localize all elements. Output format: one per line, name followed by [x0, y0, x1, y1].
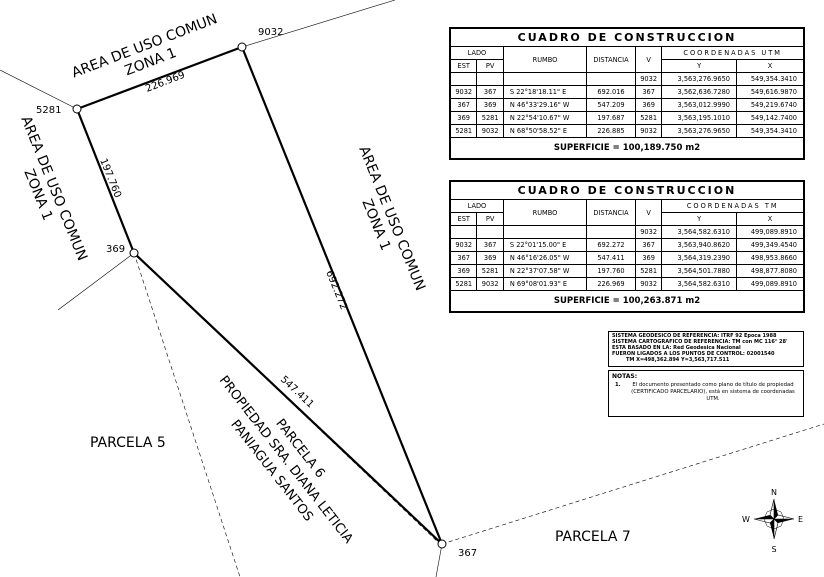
east-label: E [798, 515, 803, 524]
svg-text:PROPIEDAD SRA. DIANA LETICIA: PROPIEDAD SRA. DIANA LETICIA [216, 373, 356, 546]
parcela-7-label: PARCELA 7 [555, 529, 631, 545]
construction-table-tm: CUADRO DE CONSTRUCCION LADO RUMBO DISTAN… [449, 180, 805, 313]
boundary-line-dashed [133, 252, 241, 577]
header-distancia: DISTANCIA [586, 199, 636, 226]
west-label: W [742, 515, 750, 524]
header-lado: LADO [450, 199, 504, 213]
boundary-line [241, 0, 396, 48]
area-label-right: AREA DE USO COMUN ZONA 1 [355, 144, 428, 293]
construction-table-utm: CUADRO DE CONSTRUCCION LADO RUMBO DISTAN… [449, 27, 805, 160]
notes-title: NOTAS: [612, 373, 638, 380]
note-1: 1. El documento presentado como plano de… [615, 382, 795, 402]
distance-label: 547.411 [278, 374, 316, 410]
vertex-369 [129, 248, 139, 258]
area-label-left: AREA DE USO COMUN ZONA 1 [17, 114, 90, 263]
notes-box: NOTAS: 1. El documento presentado como p… [608, 370, 804, 417]
header-distancia: DISTANCIA [586, 46, 636, 73]
table-row: 9032 3,563,276.9650 549,354.3410 [449, 72, 805, 86]
compass-rose-icon: N S E W [742, 488, 803, 554]
vertex-5281 [72, 104, 82, 114]
header-x: X [735, 59, 805, 73]
table-row: 9032 3,564,582.6310 499,089.8910 [449, 225, 805, 239]
boundary-line [0, 69, 78, 110]
header-est: EST [449, 59, 478, 73]
header-rumbo: RUMBO [502, 199, 588, 226]
table-title: CUADRO DE CONSTRUCCION [450, 28, 804, 47]
boundary-line [57, 252, 135, 311]
point-label-5281: 5281 [36, 105, 61, 116]
distance-label: 692.272 [323, 269, 349, 311]
vertex-9032 [237, 42, 247, 52]
reference-system-info: SISTEMA GEODESICO DE REFERENCIA: ITRF 92… [608, 331, 804, 367]
header-pv: PV [476, 212, 504, 226]
vertex-367 [437, 539, 447, 549]
boundary-line-dashed [441, 423, 824, 545]
header-lado: LADO [450, 46, 504, 60]
point-label-367: 367 [458, 548, 477, 559]
header-v: V [634, 46, 663, 73]
distance-label: 226.969 [144, 70, 187, 95]
superficie: SUPERFICIE = 100,189.750 m2 [450, 137, 804, 159]
header-rumbo: RUMBO [502, 46, 588, 73]
south-label: S [771, 545, 776, 554]
north-label: N [771, 488, 777, 497]
header-est: EST [449, 212, 478, 226]
header-v: V [634, 199, 663, 226]
header-x: X [735, 212, 805, 226]
header-pv: PV [476, 59, 504, 73]
header-coordenadas: COORDENADAS UTM [661, 46, 804, 60]
parcela-5-label: PARCELA 5 [90, 435, 166, 451]
header-y: Y [661, 59, 737, 73]
header-coordenadas: COORDENADAS TM [661, 199, 804, 213]
parcel-polygon [75, 45, 444, 546]
superficie: SUPERFICIE = 100,263.871 m2 [450, 290, 804, 312]
header-y: Y [661, 212, 737, 226]
parcela-6-label: PARCELA 6 PROPIEDAD SRA. DIANA LETICIA P… [216, 373, 356, 546]
boundary-line [435, 543, 443, 577]
table-title: CUADRO DE CONSTRUCCION [450, 181, 804, 200]
point-label-369: 369 [106, 244, 125, 255]
point-label-9032: 9032 [258, 27, 283, 38]
